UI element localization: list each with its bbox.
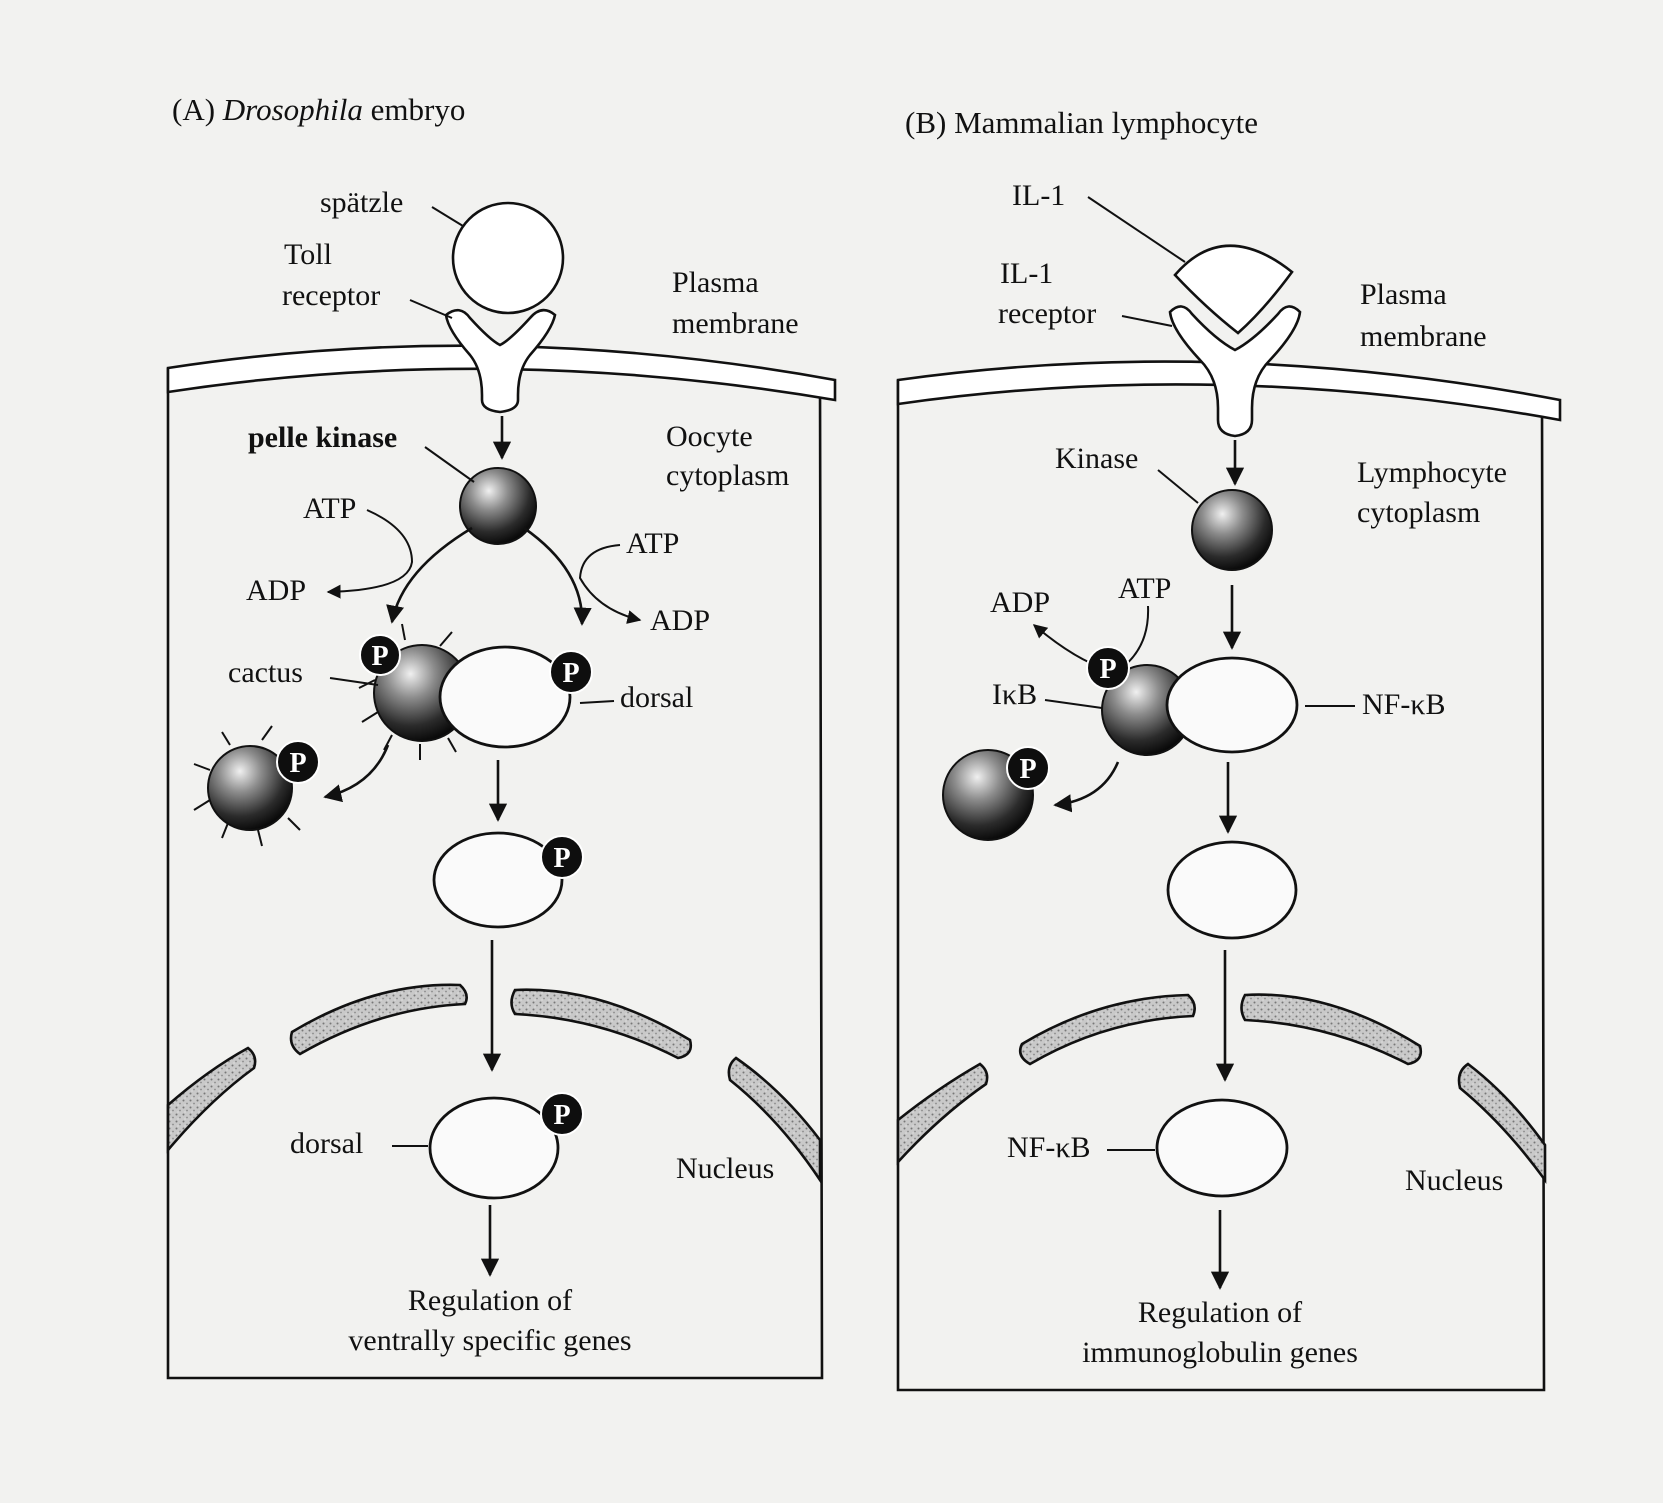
atp-right-label: ATP [626,527,679,560]
free-dorsal-phosphate: P [540,835,584,879]
dorsal-leader [579,700,615,704]
nuclear-envelope-a [166,983,822,1185]
atp-adp-right-arrow [578,544,642,624]
nuclear-nfkb [1155,1098,1289,1198]
plasma-membrane-a [166,344,837,402]
free-nfkb [1166,840,1298,940]
oocyte-cytoplasm-label-1: Oocyte [666,420,753,453]
plasma-membrane-label-b-2: membrane [1360,320,1487,353]
atp-left-label: ATP [303,492,356,525]
il1-receptor-leader [1121,315,1173,327]
cactus-phosphate: P [359,634,401,676]
nucleus-label-b: Nucleus [1405,1164,1503,1197]
kinase-leader-b [1157,469,1199,504]
released-cactus [193,725,301,847]
toll-receptor-label-2: receptor [282,279,380,312]
nfkb-label: NF-κB [1362,688,1445,721]
atp-adp-left-arrow [326,509,414,599]
panel-a-title: (A) Drosophila embryo [172,92,465,127]
plasma-membrane-label-a-2: membrane [672,307,799,340]
adp-right-label: ADP [650,604,710,637]
outcome-label-b-1: Regulation of [1138,1296,1302,1329]
spatzle-leader [431,206,464,227]
plasma-membrane-label-b-1: Plasma [1360,278,1447,311]
pelle-kinase [459,467,537,545]
plasma-membrane-label-a-1: Plasma [672,266,759,299]
lymphocyte-cytoplasm-label-1: Lymphocyte [1357,456,1507,489]
pelle-kinase-label: pelle kinase [248,421,397,454]
adp-label-b: ADP [990,586,1050,619]
arrow-pelle-to-cactus [386,526,473,624]
plasma-membrane-b [896,360,1562,422]
dorsal-label: dorsal [620,681,693,714]
svg-text:P: P [289,748,306,779]
cactus-label: cactus [228,656,303,689]
nuclear-envelope-b [896,993,1547,1184]
svg-text:P: P [1099,654,1116,685]
panel-a: (A) Drosophila embryo spätzle Toll recep… [166,92,837,1380]
atp-label-b: ATP [1118,572,1171,605]
lymphocyte-cytoplasm-label-2: cytoplasm [1357,496,1480,529]
free-dorsal [432,831,564,929]
released-cactus-phosphate: P [276,740,320,784]
kinase-b [1191,489,1273,571]
outcome-label-b-2: immunoglobulin genes [1082,1336,1358,1369]
ikb-label: IκB [992,678,1037,711]
released-ikb-phosphate: P [1006,746,1050,790]
nuclear-dorsal [428,1096,560,1200]
dorsal-phosphate: P [549,650,593,694]
toll-receptor-label-1: Toll [284,238,332,271]
svg-text:P: P [1019,754,1036,785]
il1-receptor-label-1: IL-1 [1000,257,1053,290]
spatzle-label: spätzle [320,186,403,219]
il1-label: IL-1 [1012,179,1065,212]
il1-receptor-label-2: receptor [998,297,1096,330]
svg-text:P: P [553,843,570,874]
arrow-cactus-release [323,744,390,803]
ikb-leader [1044,699,1103,709]
nucleus-label-a: Nucleus [676,1152,774,1185]
cell-outline-b [896,380,1546,1392]
spatzle-ligand [451,201,565,315]
nuclear-nfkb-label: NF-κB [1007,1131,1090,1164]
toll-receptor-leader [409,299,453,319]
kinase-label-b: Kinase [1055,442,1138,475]
nfkb-protein [1165,656,1299,754]
cactus-leader [329,677,379,686]
nuclear-dorsal-label: dorsal [290,1127,363,1160]
ikb-phosphate: P [1086,646,1130,690]
svg-text:P: P [371,641,388,672]
toll-receptor-shape [444,308,557,414]
svg-text:P: P [562,658,579,689]
outcome-label-a-1: Regulation of [408,1284,572,1317]
adp-left-label: ADP [246,574,306,607]
svg-text:P: P [553,1100,570,1131]
arrow-pelle-to-dorsal [523,526,592,626]
outcome-label-a-2: ventrally specific genes [348,1324,631,1357]
arrow-ikb-release [1053,761,1120,813]
panel-b: (B) Mammalian lymphocyte IL-1 IL-1 recep… [896,105,1562,1392]
il1-ligand [1173,244,1294,335]
il1-leader [1087,196,1186,263]
pelle-kinase-leader [424,446,475,483]
dorsal-protein [438,645,572,749]
nuclear-dorsal-phosphate: P [540,1092,584,1136]
oocyte-cytoplasm-label-2: cytoplasm [666,459,789,492]
cell-outline-a [166,368,824,1380]
il1-receptor-shape [1168,305,1302,438]
panel-b-title: (B) Mammalian lymphocyte [905,105,1258,140]
